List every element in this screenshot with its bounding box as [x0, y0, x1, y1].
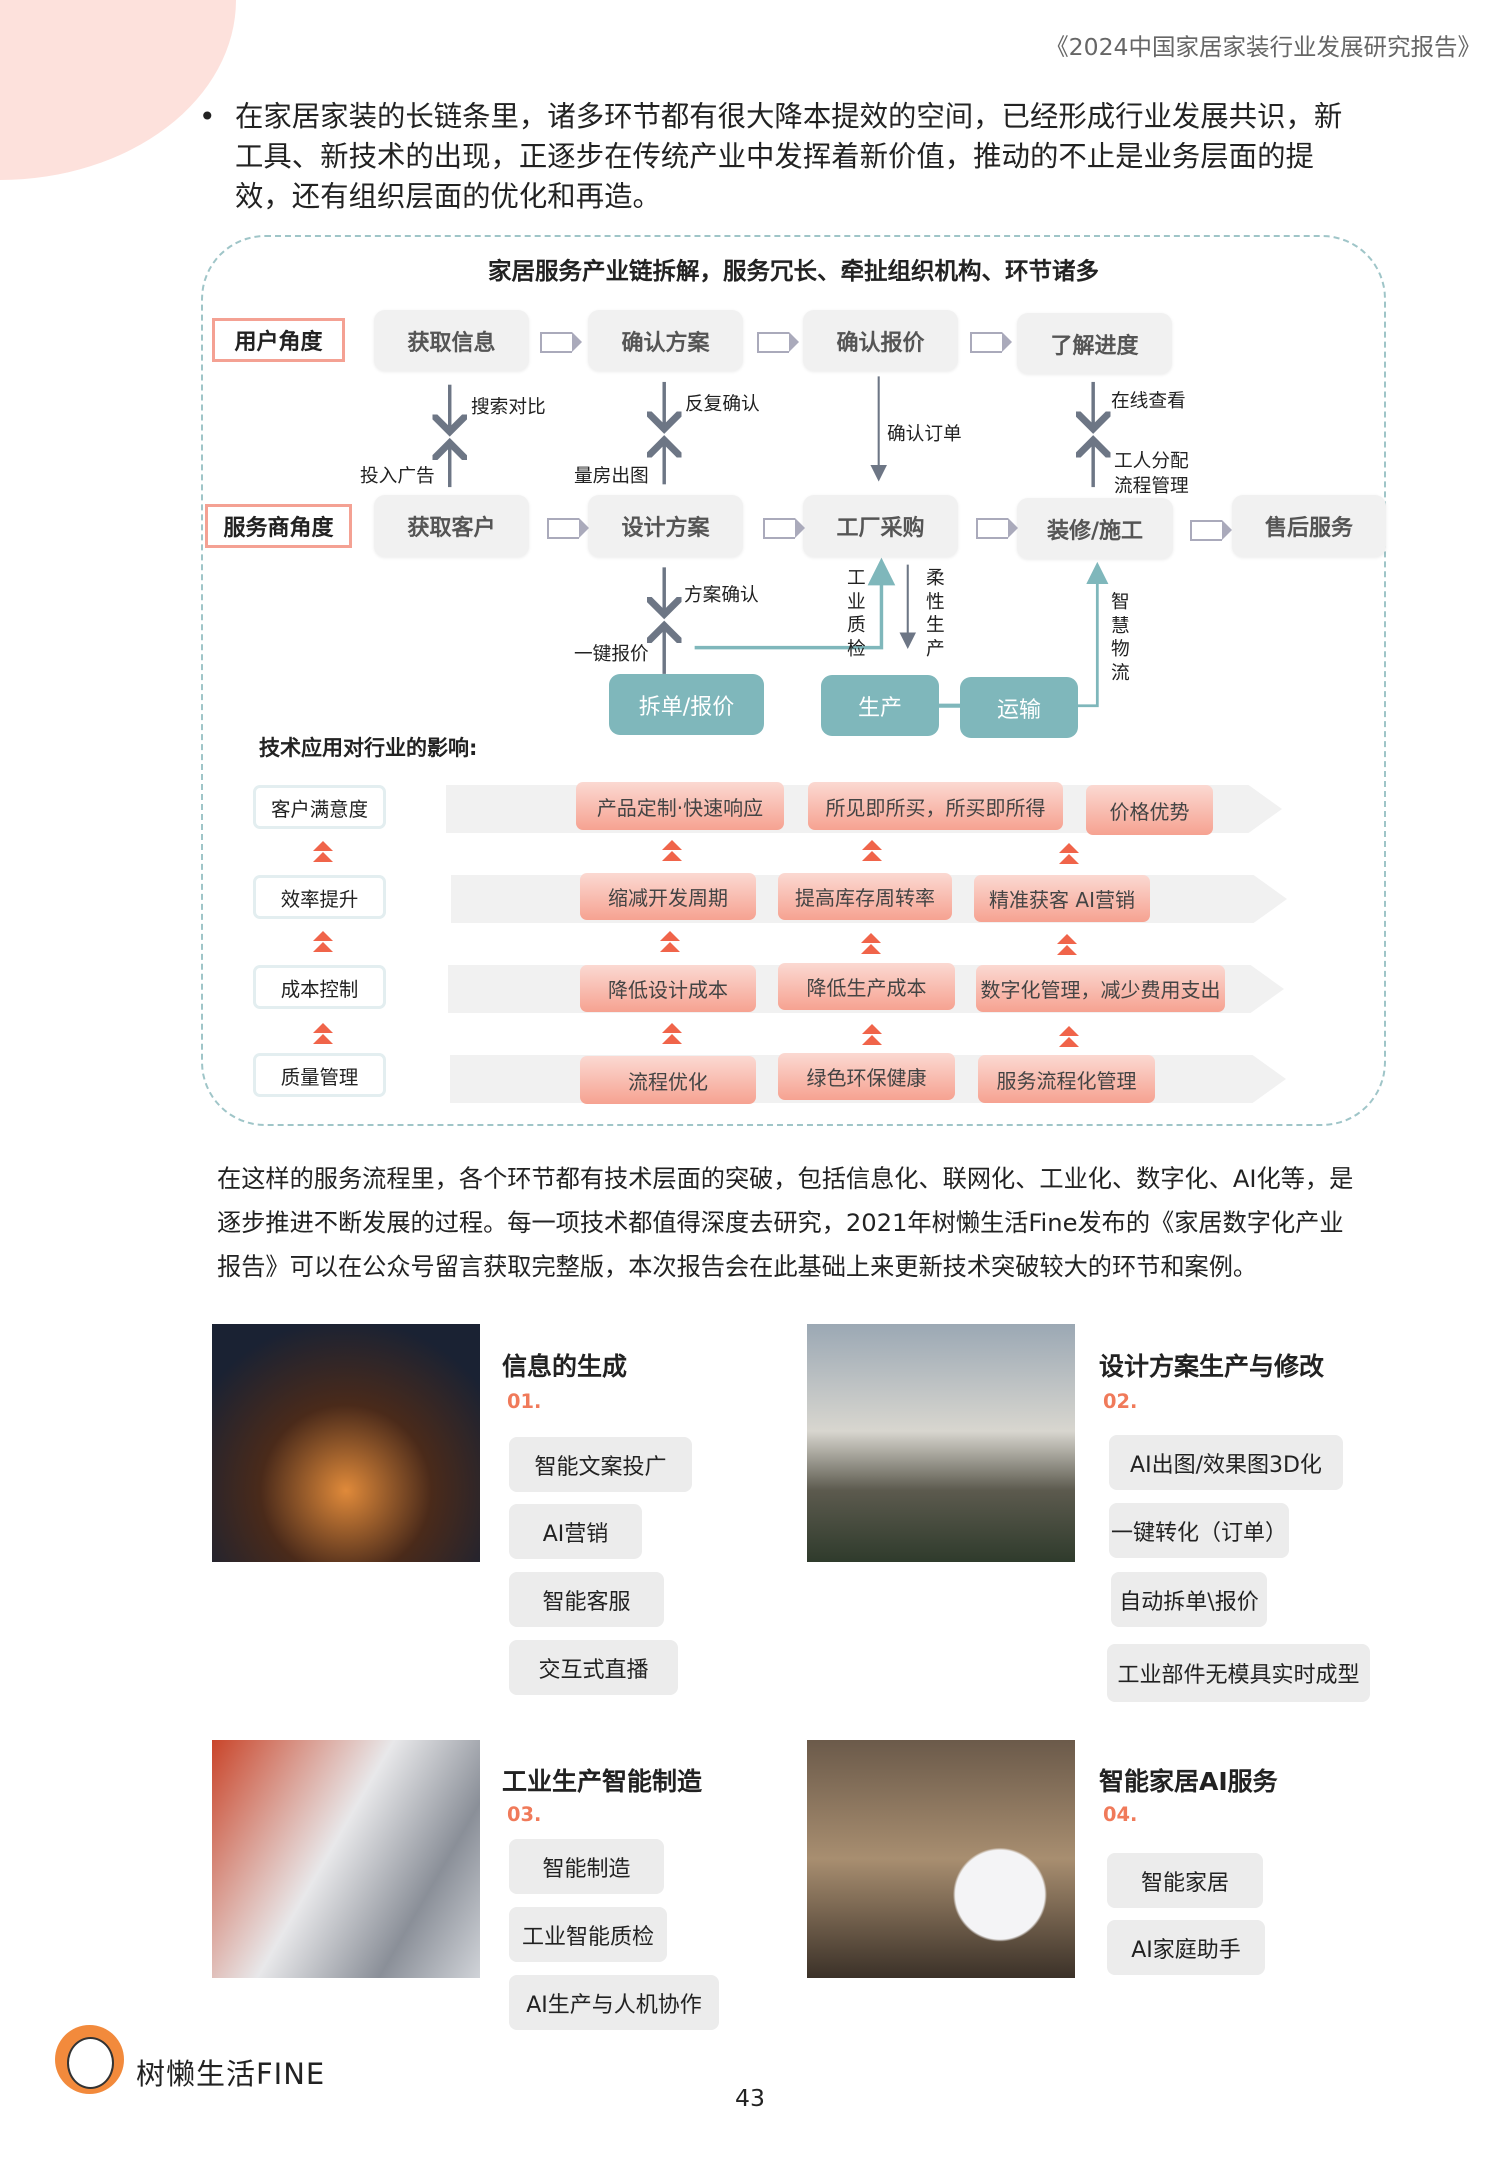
connector-arrow: [694, 557, 896, 650]
provider-step: 获取客户: [374, 495, 529, 557]
link-label: 搜索对比: [471, 397, 546, 418]
body-paragraph: 在这样的服务流程里，各个环节都有技术层面的突破，包括信息化、联网化、工业化、数字…: [217, 1165, 1354, 1281]
up-arrow-icon: [662, 840, 682, 862]
chevron-right-icon: [976, 518, 1018, 539]
impact-item: 精准获客 AI营销: [974, 875, 1150, 922]
vertical-label: 柔性生产: [926, 568, 945, 660]
link-label: 一键报价: [574, 644, 649, 665]
tech-chip: 工业智能质检: [509, 1907, 667, 1962]
chevron-right-icon: [547, 518, 589, 539]
user-step: 获取信息: [374, 310, 529, 371]
card-title: 设计方案生产与修改: [1099, 1352, 1325, 1381]
link-label: 确认订单: [887, 424, 962, 445]
provider-step: 售后服务: [1232, 495, 1386, 557]
impact-level: 客户满意度: [253, 785, 386, 829]
card-title: 信息的生成: [502, 1352, 628, 1381]
page-number: 43: [735, 2084, 765, 2112]
provider-step: 工厂采购: [803, 495, 958, 557]
factory-step: 拆单/报价: [609, 674, 764, 735]
vertical-label: 智慧物流: [1111, 592, 1130, 684]
tech-chip: 交互式直播: [509, 1640, 678, 1695]
chevron-right-icon: [1190, 520, 1232, 541]
tech-chip: 自动拆单\报价: [1111, 1572, 1267, 1627]
chevron-right-icon: [540, 332, 582, 353]
diagram-title: 家居服务产业链拆解，服务冗长、牵扯组织机构、环节诸多: [488, 257, 1099, 285]
link-label: 在线查看: [1111, 391, 1186, 412]
link-label: 方案确认: [684, 585, 759, 606]
link-label: 投入广告: [360, 466, 435, 487]
link-label: 工人分配: [1114, 451, 1189, 472]
network-city-image: [212, 1324, 480, 1562]
impact-item: 提高库存周转率: [778, 873, 952, 920]
card-number: 04.: [1103, 1803, 1138, 1826]
up-arrow-icon: [313, 841, 333, 863]
chevron-right-icon: [757, 332, 799, 353]
up-arrow-icon: [313, 1023, 333, 1045]
diagram-frame: [201, 235, 1386, 1126]
card-title: 工业生产智能制造: [502, 1767, 703, 1796]
up-arrow-icon: [660, 931, 680, 953]
tech-chip: 智能客服: [509, 1572, 664, 1627]
card-number: 01.: [507, 1390, 542, 1413]
impact-item: 流程优化: [580, 1056, 756, 1104]
impact-item: 价格优势: [1086, 785, 1213, 835]
up-arrow-icon: [1059, 1026, 1079, 1048]
impact-item: 数字化管理，减少费用支出: [976, 965, 1225, 1012]
up-arrow-icon: [662, 1023, 682, 1045]
up-arrow-icon: [313, 931, 333, 953]
chevron-right-icon: [970, 332, 1012, 353]
tech-chip: 一键转化（订单）: [1109, 1503, 1289, 1558]
link-label: 量房出图: [574, 466, 649, 487]
user-step: 确认报价: [803, 310, 958, 371]
up-arrow-icon: [861, 933, 881, 955]
card-title: 智能家居AI服务: [1099, 1767, 1278, 1796]
user-step: 确认方案: [588, 310, 743, 371]
connector-arrow: [1077, 561, 1109, 708]
impact-level: 效率提升: [253, 875, 386, 919]
home-robot-image: [807, 1740, 1075, 1978]
sloth-logo-icon: [55, 2025, 124, 2094]
tech-chip: 智能制造: [509, 1839, 664, 1894]
factory-step: 生产: [821, 675, 939, 736]
chevron-right-icon: [763, 518, 805, 539]
up-arrow-icon: [862, 840, 882, 862]
tech-chip: AI营销: [509, 1504, 642, 1559]
card-number: 02.: [1103, 1390, 1138, 1413]
impact-title: 技术应用对行业的影响:: [259, 736, 478, 760]
user-perspective-label: 用户角度: [212, 318, 345, 362]
impact-item: 产品定制·快速响应: [576, 782, 784, 830]
brand-logo-text: 树懒生活FINE: [136, 2057, 326, 2091]
bullet-icon: •: [199, 100, 216, 133]
impact-item: 所见即所买，所买即所得: [808, 782, 1063, 830]
user-step: 了解进度: [1017, 313, 1172, 374]
impact-level: 质量管理: [253, 1053, 386, 1097]
impact-item: 降低设计成本: [580, 965, 756, 1012]
provider-step: 装修/施工: [1017, 498, 1173, 559]
up-arrow-icon: [862, 1024, 882, 1046]
modern-house-image: [807, 1324, 1075, 1562]
up-arrow-icon: [1057, 934, 1077, 956]
tech-chip: 工业部件无模具实时成型: [1107, 1644, 1370, 1702]
factory-step: 运输: [960, 677, 1078, 738]
robot-factory-image: [212, 1740, 480, 1978]
impact-level: 成本控制: [253, 965, 386, 1009]
tech-chip: 智能家居: [1107, 1853, 1263, 1908]
tech-chip: AI出图/效果图3D化: [1109, 1435, 1343, 1490]
card-number: 03.: [507, 1803, 542, 1826]
impact-item: 降低生产成本: [778, 963, 955, 1010]
impact-item: 服务流程化管理: [978, 1055, 1155, 1103]
intro-bullet: 在家居家装的长链条里，诸多环节都有很大降本提效的空间，已经形成行业发展共识，新工…: [235, 100, 1343, 213]
up-arrow-icon: [1059, 843, 1079, 865]
impact-item: 绿色环保健康: [778, 1053, 955, 1100]
tech-chip: AI家庭助手: [1107, 1920, 1265, 1975]
link-label: 流程管理: [1114, 476, 1189, 497]
tech-chip: 智能文案投广: [509, 1437, 692, 1492]
report-header: 《2024中国家居家装行业发展研究报告》: [1045, 33, 1481, 61]
provider-perspective-label: 服务商角度: [205, 504, 352, 548]
provider-step: 设计方案: [588, 495, 743, 557]
link-label: 反复确认: [685, 394, 760, 415]
vertical-label: 工业质检: [847, 568, 866, 660]
tech-chip: AI生产与人机协作: [509, 1975, 719, 2030]
impact-item: 缩减开发周期: [580, 873, 756, 920]
